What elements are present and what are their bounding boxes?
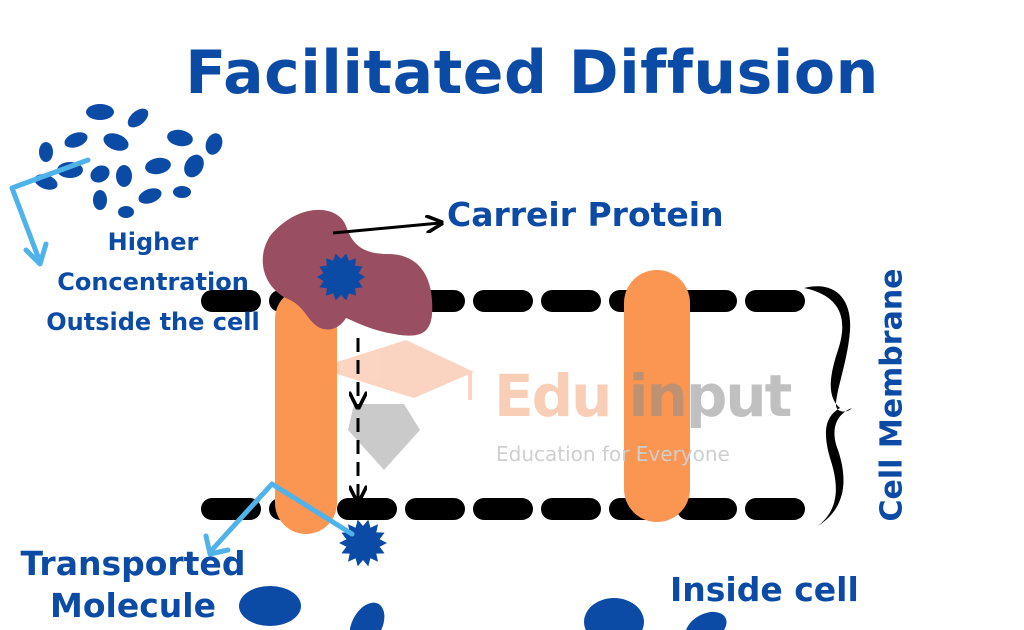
molecule-outside (145, 157, 171, 175)
inside-cell-label: Inside cell (670, 570, 859, 609)
cell-membrane-brace (804, 286, 852, 526)
transported-molecule-icon (339, 519, 387, 567)
molecule-outside (173, 186, 191, 198)
watermark-brand-edu: Edu (494, 362, 612, 430)
transported-molecule-line-2: Molecule (50, 586, 216, 625)
molecule-inside-4 (685, 611, 727, 630)
molecule-outside (103, 133, 129, 151)
molecule-outside (86, 104, 114, 120)
higher-concentration-label: Higher Concentration Outside the cell (22, 222, 284, 342)
transported-molecule-label: Transported Molecule (8, 543, 258, 627)
watermark-brand: Edu input (494, 362, 793, 430)
molecule-outside (127, 108, 149, 128)
channel-protein-right (624, 270, 690, 522)
bound-molecule-icon (317, 253, 365, 301)
carrier-protein-label: Carreir Protein (447, 195, 724, 234)
molecule-inside-1 (239, 586, 301, 626)
channel-protein-left (275, 288, 337, 534)
molecule-outside (116, 165, 132, 187)
molecule-outside (64, 132, 88, 148)
higher-concentration-line-3: Outside the cell (46, 308, 260, 336)
diagram-title: Facilitated Diffusion (185, 38, 879, 108)
transported-molecule-pointer-arrow (203, 481, 355, 557)
higher-concentration-line-2: Concentration (57, 268, 249, 296)
molecule-outside (205, 133, 223, 155)
watermark-logo-icon (318, 340, 474, 470)
transported-molecule-line-1: Transported (20, 544, 246, 583)
molecule-outside (167, 129, 193, 147)
molecule-inside-2 (349, 602, 385, 630)
higher-concentration-line-1: Higher (107, 228, 199, 256)
molecule-inside-3 (584, 598, 644, 630)
molecule-outside (93, 190, 107, 210)
watermark-tagline: Education for Everyone (496, 442, 730, 466)
watermark-brand-input: input (628, 362, 793, 430)
molecule-outside (138, 188, 162, 204)
molecule-cluster-outside (34, 104, 223, 218)
higher-concentration-pointer-arrow (9, 157, 91, 267)
molecule-outside (90, 165, 110, 183)
molecule-outside (39, 142, 53, 162)
molecule-outside (184, 154, 204, 178)
carrier-pointer-arrow (332, 223, 440, 235)
cell-membrane-label: Cell Membrane (874, 268, 910, 522)
molecule-outside (118, 206, 134, 218)
molecule-cluster-inside (239, 586, 727, 630)
